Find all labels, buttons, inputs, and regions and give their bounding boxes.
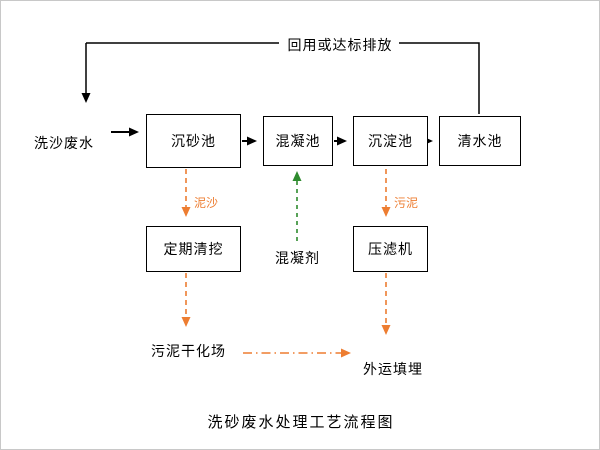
node-periodic-dredging: 定期清挖 [146,226,241,272]
label-coagulant: 混凝剂 [275,250,320,266]
diagram-title: 洗砂废水处理工艺流程图 [207,414,395,431]
label-reuse-discharge: 回用或达标排放 [287,37,393,53]
label-sludge: 污泥 [394,196,419,210]
label-inlet-wastewater: 洗沙废水 [34,135,94,151]
node-filter-press: 压滤机 [353,226,428,272]
node-clear-water-tank: 清水池 [439,116,521,166]
node-grit-chamber: 沉砂池 [146,114,241,168]
label-silt: 泥沙 [194,196,219,210]
node-sedimentation-tank: 沉淀池 [353,116,428,166]
recycle-line-right [399,42,480,114]
node-coagulation-tank: 混凝池 [263,116,333,166]
label-sludge-drying-field: 污泥干化场 [151,343,226,359]
label-landfill: 外运填埋 [363,361,423,377]
